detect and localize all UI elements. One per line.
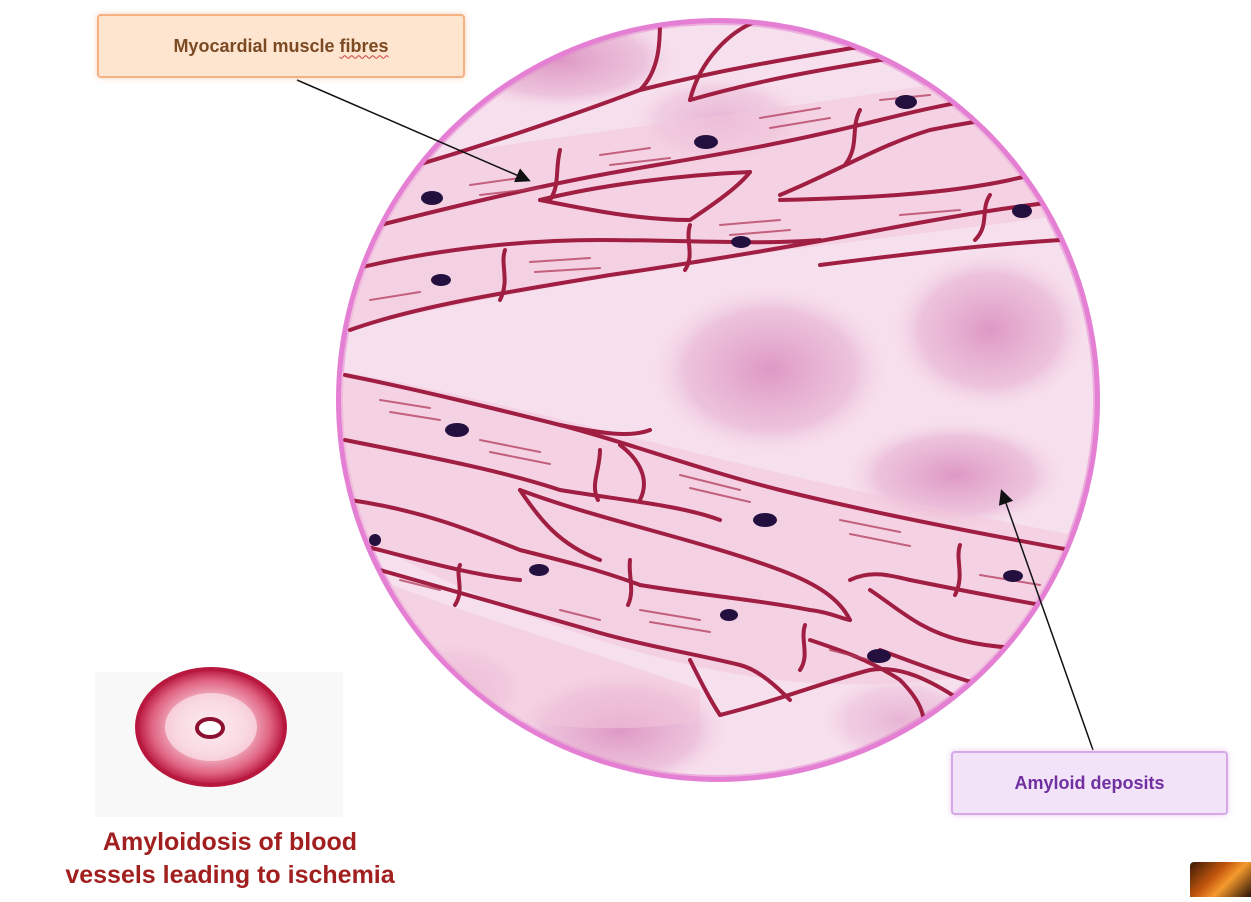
vessel-caption: Amyloidosis of blood vessels leading to …: [40, 826, 420, 892]
corner-logo: [1190, 862, 1251, 897]
nucleus: [694, 135, 718, 149]
amyloid-patch: [890, 250, 1090, 410]
vessel-caption-line1: Amyloidosis of blood: [40, 826, 420, 859]
myocardial-fibres-label: Myocardial muscle fibres: [97, 14, 465, 78]
myocardial-label-suffix: fibres: [340, 36, 389, 57]
myocardial-label-prefix: Myocardial muscle: [173, 36, 339, 57]
nucleus: [1012, 204, 1032, 218]
nucleus: [529, 564, 549, 576]
nucleus: [369, 534, 381, 546]
tissue-section: [330, 10, 1110, 790]
nucleus: [431, 274, 451, 286]
nucleus: [421, 191, 443, 205]
nucleus: [445, 423, 469, 437]
nucleus: [1003, 570, 1023, 582]
amyloid-patch: [440, 10, 680, 110]
nucleus: [720, 609, 738, 621]
amyloid-patch: [650, 285, 890, 455]
vessel-lumen: [197, 719, 223, 737]
blood-vessel-inset: [95, 669, 343, 817]
vessel-caption-line2: vessels leading to ischemia: [40, 859, 420, 892]
nucleus: [895, 95, 917, 109]
amyloid-deposits-label: Amyloid deposits: [951, 751, 1228, 815]
nucleus: [753, 513, 777, 527]
nucleus: [731, 236, 751, 248]
nucleus: [867, 649, 891, 663]
